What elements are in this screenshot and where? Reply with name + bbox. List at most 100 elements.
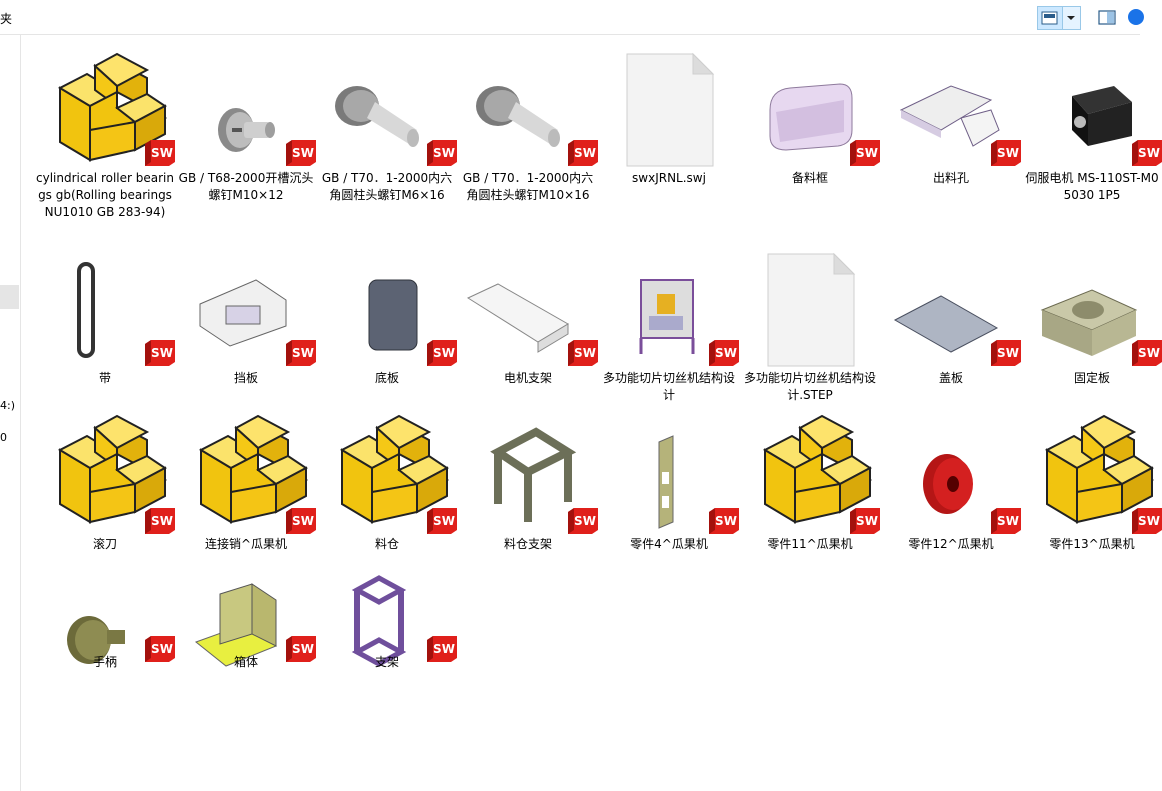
solidworks-icon: SW <box>1132 508 1162 534</box>
nav-selected-item[interactable] <box>0 285 19 309</box>
file-name: 支架 <box>374 655 399 669</box>
file-name: swxJRNL.swj <box>632 171 706 185</box>
solidworks-icon: SW <box>850 508 880 534</box>
file-thumbnail <box>317 412 457 532</box>
solidworks-icon: SW <box>427 636 457 662</box>
file-thumbnail <box>458 250 598 370</box>
file-name: 电机支架 <box>503 371 552 385</box>
badge-text: SW <box>574 514 596 528</box>
breadcrumb[interactable]: 夹 <box>0 12 13 26</box>
file-thumbnail <box>35 50 175 170</box>
badge-text: SW <box>997 514 1019 528</box>
chevron-down-icon <box>1067 16 1075 20</box>
solidworks-icon: SW <box>286 508 316 534</box>
badge-text: SW <box>151 514 173 528</box>
toolbar: 夹 <box>0 0 1144 35</box>
file-thumbnail <box>740 250 880 370</box>
file-thumbnail <box>881 412 1021 532</box>
solidworks-icon: SW <box>568 340 598 366</box>
file-thumbnail <box>458 50 598 170</box>
file-thumbnail <box>881 50 1021 170</box>
badge-text: SW <box>292 642 314 656</box>
nav-item-label[interactable]: 0 <box>0 431 7 444</box>
file-name: 伺服电机 MS-110ST-M05030 1P5 <box>1025 171 1159 202</box>
badge-text: SW <box>574 146 596 160</box>
solidworks-icon: SW <box>286 636 316 662</box>
file-name: 料仓 <box>374 537 399 551</box>
badge-text: SW <box>574 346 596 360</box>
badge-text: SW <box>1138 346 1160 360</box>
details-view-button[interactable] <box>1037 6 1063 30</box>
preview-pane-icon <box>1098 10 1116 25</box>
file-name: 固定板 <box>1073 371 1110 385</box>
file-name: 带 <box>98 371 111 385</box>
file-thumbnail <box>740 50 880 170</box>
solidworks-icon: SW <box>850 140 880 166</box>
solidworks-icon: SW <box>709 508 739 534</box>
file-thumbnail <box>740 412 880 532</box>
badge-text: SW <box>1138 514 1160 528</box>
file-name: 零件4^瓜果机 <box>630 537 708 551</box>
badge-text: SW <box>292 346 314 360</box>
file-thumbnail <box>881 250 1021 370</box>
file-thumbnail <box>317 50 457 170</box>
file-name: 底板 <box>374 371 399 385</box>
view-dropdown-button[interactable] <box>1063 6 1081 30</box>
solidworks-icon: SW <box>145 140 175 166</box>
file-name: 滚刀 <box>92 537 117 551</box>
badge-text: SW <box>1138 146 1160 160</box>
file-name: 连接销^瓜果机 <box>204 537 288 551</box>
file-name: 料仓支架 <box>503 537 552 551</box>
badge-text: SW <box>715 514 737 528</box>
badge-text: SW <box>433 642 455 656</box>
file-name: 挡板 <box>233 371 258 385</box>
solidworks-icon: SW <box>427 340 457 366</box>
badge-text: SW <box>433 514 455 528</box>
file-thumbnail <box>1022 50 1162 170</box>
file-thumbnail <box>599 412 739 532</box>
solidworks-icon: SW <box>286 340 316 366</box>
file-thumbnail <box>317 250 457 370</box>
badge-text: SW <box>292 146 314 160</box>
solidworks-icon: SW <box>286 140 316 166</box>
badge-text: SW <box>856 514 878 528</box>
solidworks-icon: SW <box>991 508 1021 534</box>
badge-text: SW <box>151 146 173 160</box>
file-name: 盖板 <box>938 371 963 385</box>
solidworks-icon: SW <box>1132 140 1162 166</box>
solidworks-icon: SW <box>991 340 1021 366</box>
solidworks-icon: SW <box>568 140 598 166</box>
badge-text: SW <box>151 642 173 656</box>
badge-text: SW <box>433 146 455 160</box>
solidworks-icon: SW <box>991 140 1021 166</box>
badge-text: SW <box>997 146 1019 160</box>
file-name: 多功能切片切丝机结构设计 <box>602 371 735 402</box>
solidworks-icon: SW <box>427 508 457 534</box>
file-thumbnail <box>176 50 316 170</box>
file-name: 多功能切片切丝机结构设计.STEP <box>743 371 876 402</box>
solidworks-icon: SW <box>145 636 175 662</box>
badge-text: SW <box>856 146 878 160</box>
nav-item-label[interactable]: 4:) <box>0 399 15 412</box>
badge-text: SW <box>433 346 455 360</box>
help-button[interactable] <box>1128 8 1144 26</box>
file-name: 零件12^瓜果机 <box>908 537 994 551</box>
navigation-pane[interactable] <box>0 35 21 791</box>
badge-text: SW <box>715 346 737 360</box>
solidworks-icon: SW <box>145 340 175 366</box>
file-thumbnail <box>458 412 598 532</box>
file-thumbnail <box>35 560 175 680</box>
badge-text: SW <box>997 346 1019 360</box>
help-icon <box>1128 9 1144 25</box>
details-pane-icon <box>1041 11 1058 25</box>
solidworks-icon: SW <box>568 508 598 534</box>
file-name: cylindrical roller bearings gb(Rolling b… <box>36 171 174 219</box>
preview-pane-button[interactable] <box>1094 6 1120 30</box>
file-thumbnail <box>35 412 175 532</box>
file-name: 箱体 <box>233 655 258 669</box>
badge-text: SW <box>292 514 314 528</box>
file-thumbnail <box>599 250 739 370</box>
file-name: 备料框 <box>791 171 828 185</box>
file-thumbnail <box>599 50 739 170</box>
file-name: GB / T68-2000开槽沉头螺钉M10×12 <box>178 171 314 202</box>
